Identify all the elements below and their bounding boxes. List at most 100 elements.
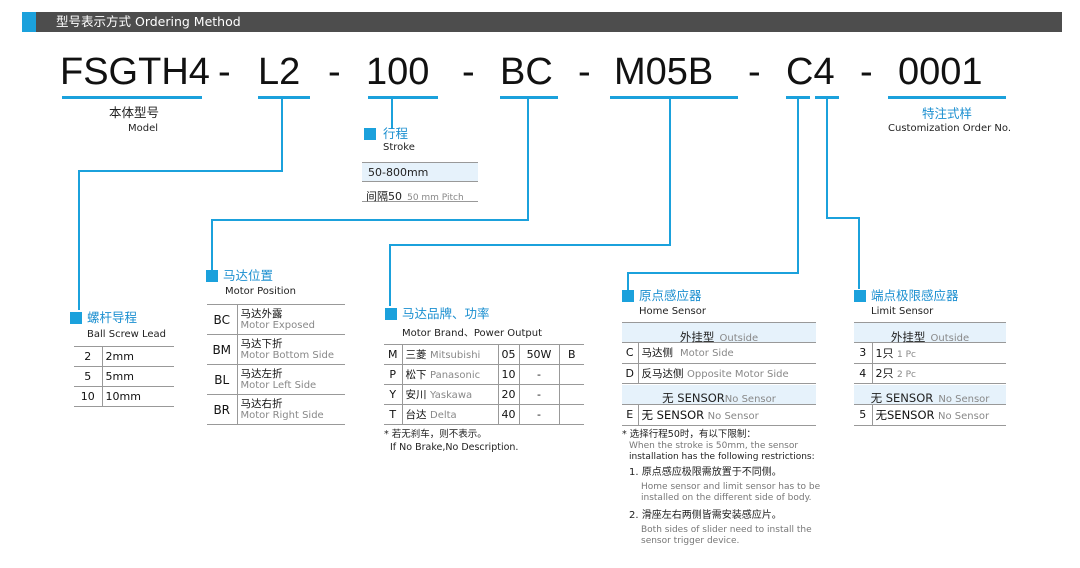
connector-stroke: [391, 99, 393, 129]
motor-table: M 三菱 Mitsubishi 05 50W B P 松下 Panasonic …: [384, 344, 584, 425]
motor-brand-en: Panasonic: [430, 370, 481, 381]
home-note-0-cn: * 选择行程50时，有以下限制：: [622, 429, 756, 440]
motor-power: -: [519, 384, 560, 405]
table-row: 10 10mm: [74, 386, 174, 407]
motor-key: M: [384, 344, 403, 365]
table-row: D 反马达侧 Opposite Motor Side: [622, 363, 816, 384]
header-bar: 型号表示方式 Ordering Method: [22, 12, 1062, 32]
connector-home-h: [627, 272, 799, 274]
stroke-range: 50-800mm: [362, 162, 478, 182]
table-row: 4 2只 2 Pc: [854, 363, 1006, 384]
home-note-1-en2: installed on the different side of body.: [641, 493, 812, 503]
position-en: Motor Bottom Side: [240, 349, 335, 361]
lead-key: 2: [74, 346, 103, 367]
stroke-pitch-cn: 间隔50: [366, 190, 402, 203]
lead-key: 5: [74, 366, 103, 387]
position-label-cn: 马达位置: [223, 268, 274, 283]
home-key: C: [622, 343, 639, 364]
home-note-2-en2: sensor trigger device.: [641, 536, 740, 546]
limit-head-en: Outside: [930, 333, 970, 344]
code-dash-3: -: [462, 51, 475, 93]
code-dash-6: -: [860, 51, 873, 93]
underline-limit: [815, 96, 839, 99]
limit-en: 2 Pc: [897, 370, 916, 380]
motor-brand-cn: 安川: [405, 389, 427, 401]
limit-marker: [854, 290, 866, 302]
connector-home-v: [627, 272, 629, 290]
position-cn: 马达右折: [240, 397, 283, 410]
motor-brand-en: Yaskawa: [430, 390, 473, 401]
home-label-cn: 原点感应器: [639, 288, 702, 303]
motor-note-en: If No Brake,No Description.: [390, 442, 519, 453]
limit-nosensor-en: No Sensor: [938, 394, 990, 405]
home-note-0-en2: installation has the following restricti…: [629, 452, 815, 462]
position-cn: 马达外露: [240, 307, 283, 320]
position-marker: [206, 270, 218, 282]
table-row: 3 1只 1 Pc: [854, 343, 1006, 364]
connector-lead-up: [281, 99, 283, 172]
stroke-pitch-row: 间隔50 50 mm Pitch: [362, 182, 478, 203]
motor-power: 50W: [519, 344, 560, 365]
limit-table-5: 5 无SENSOR No Sensor: [854, 405, 1006, 426]
connector-motor-v: [389, 244, 391, 306]
stroke-label-en: Stroke: [383, 142, 415, 153]
underline-position: [500, 96, 558, 99]
motor-brand-cn: 三菱: [405, 349, 427, 361]
connector-pos-h: [211, 219, 529, 221]
motor-power-code: 20: [498, 384, 520, 405]
motor-brake: B: [559, 344, 584, 365]
code-dash-1: -: [218, 51, 231, 93]
home-cn: 无 SENSOR: [641, 407, 705, 422]
motor-power-code: 05: [498, 344, 520, 365]
motor-power-code: 40: [498, 404, 520, 425]
code-lead: L2: [258, 51, 301, 93]
limit-key: 4: [854, 363, 873, 384]
home-nosensor-cn: 无 SENSOR: [662, 391, 725, 405]
custom-label-en: Customization Order No.: [888, 123, 1011, 134]
position-cn: 马达下折: [240, 337, 283, 350]
table-row: E 无 SENSOR No Sensor: [622, 405, 816, 426]
code-dash-4: -: [578, 51, 591, 93]
code-stroke: 100: [366, 51, 430, 93]
connector-limit-h: [826, 217, 860, 219]
stroke-pitch-en: 50 mm Pitch: [407, 193, 464, 203]
code-dash-5: -: [748, 51, 761, 93]
home-en: Opposite Motor Side: [687, 368, 789, 380]
header-title: 型号表示方式 Ordering Method: [56, 14, 241, 29]
lead-marker: [70, 312, 82, 324]
lead-key: 10: [74, 386, 103, 407]
home-nosensor-head: 无 SENSORNo Sensor: [622, 385, 816, 405]
limit-head: 外挂型 Outside: [854, 322, 1006, 344]
home-note-1-cn: 1. 原点感应极限需放置于不同侧。: [629, 467, 782, 478]
connector-motor-up: [669, 99, 671, 246]
underline-lead: [258, 96, 310, 99]
limit-key: 3: [854, 343, 873, 364]
underline-motor: [610, 96, 738, 99]
motor-brand-en: Mitsubishi: [430, 350, 481, 361]
home-note-0-en1: When the stroke is 50mm, the sensor: [629, 441, 799, 451]
code-motor: M05B: [614, 51, 714, 93]
connector-limit-up: [826, 99, 828, 219]
position-key: BR: [207, 394, 238, 425]
motor-brand-en: Delta: [430, 410, 457, 421]
home-cn: 马达侧: [641, 347, 674, 360]
limit-key: 5: [854, 405, 873, 426]
table-row: 5 无SENSOR No Sensor: [854, 405, 1006, 426]
stroke-marker: [364, 128, 376, 140]
home-note-1-en1: Home sensor and limit sensor has to be: [641, 482, 821, 492]
table-row: P 松下 Panasonic 10 -: [384, 364, 584, 385]
connector-pos-up: [527, 99, 529, 221]
motor-brake: [559, 384, 584, 405]
code-sensors: C4: [786, 51, 835, 93]
underline-custom: [888, 96, 1006, 99]
home-marker: [622, 290, 634, 302]
motor-brand-cn: 台达: [405, 409, 427, 421]
custom-label-cn: 特注式样: [922, 106, 973, 121]
home-head-en: Outside: [719, 333, 759, 344]
limit-nosensor-cn: 无 SENSOR: [870, 391, 934, 405]
position-cn: 马达左折: [240, 367, 283, 380]
